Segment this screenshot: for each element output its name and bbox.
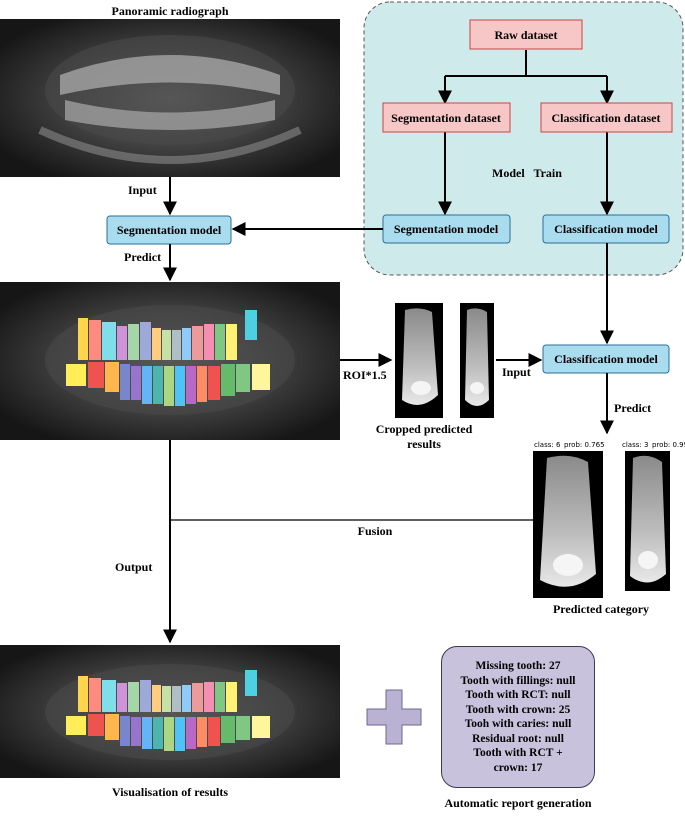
- visualisation-radiograph-image: [0, 645, 340, 778]
- pred-1-class: class: 6: [534, 441, 561, 449]
- raw-dataset-label: Raw dataset: [495, 28, 558, 42]
- predict-left-label: Predict: [124, 250, 161, 264]
- panoramic-title: Panoramic radiograph: [112, 4, 229, 18]
- report-box: Missing tooth: 27 Tooth with fillings: n…: [441, 646, 595, 788]
- pred-1-prob: prob: 0.765: [564, 441, 605, 449]
- report-line: Tooth with fillings: null: [460, 674, 576, 687]
- cropped-label-line1: Cropped predicted: [376, 422, 473, 436]
- input-right-label: Input: [502, 365, 531, 379]
- segmented-radiograph-image: [0, 282, 340, 440]
- report-line: crown: 17: [493, 761, 543, 774]
- predicted-tooth-2-image: [625, 451, 670, 591]
- predict-right-label: Predict: [614, 401, 651, 415]
- plus-icon: [366, 689, 422, 745]
- input-top-label: Input: [128, 183, 157, 197]
- report-line: Residual root: null: [472, 732, 564, 745]
- segmentation-dataset-box: [382, 102, 511, 133]
- visualisation-label: Visualisation of results: [112, 785, 228, 799]
- raw-dataset-box: [469, 19, 583, 50]
- report-line: Missing tooth: 27: [475, 660, 561, 672]
- report-line: Tooth with RCT: null: [465, 689, 571, 701]
- predicted-category-label: Predicted category: [553, 602, 649, 616]
- predicted-tooth-1-image: [533, 451, 603, 598]
- cropped-tooth-1-image: [395, 303, 443, 418]
- panoramic-radiograph-image: [0, 19, 340, 177]
- classification-model-train-label: Classification model: [554, 222, 658, 236]
- cropped-label-line2: results: [407, 437, 441, 451]
- classification-model-main-label: Classification model: [554, 352, 658, 366]
- pred-2-class: class: 3: [622, 441, 648, 449]
- roi-label: ROI*1.5: [343, 368, 387, 382]
- segmentation-dataset-label: Segmentation dataset: [391, 111, 501, 125]
- classification-dataset-box: [540, 102, 673, 133]
- classification-dataset-label: Classification dataset: [552, 111, 661, 125]
- model-train-label: Model Train: [492, 166, 562, 180]
- segmentation-model-train-label: Segmentation model: [394, 222, 499, 236]
- cropped-tooth-2-image: [460, 303, 494, 418]
- report-line: Tooth with crown: 25: [465, 703, 571, 716]
- report-line: Tooth with RCT +: [473, 747, 563, 759]
- fusion-label: Fusion: [358, 524, 393, 538]
- segmentation-model-main-label: Segmentation model: [117, 223, 222, 237]
- output-label: Output: [115, 560, 152, 574]
- report-line: Tooh with caries: null: [464, 718, 572, 730]
- automatic-report-label: Automatic report generation: [444, 796, 591, 810]
- pred-2-prob: prob: 0.991: [652, 441, 685, 449]
